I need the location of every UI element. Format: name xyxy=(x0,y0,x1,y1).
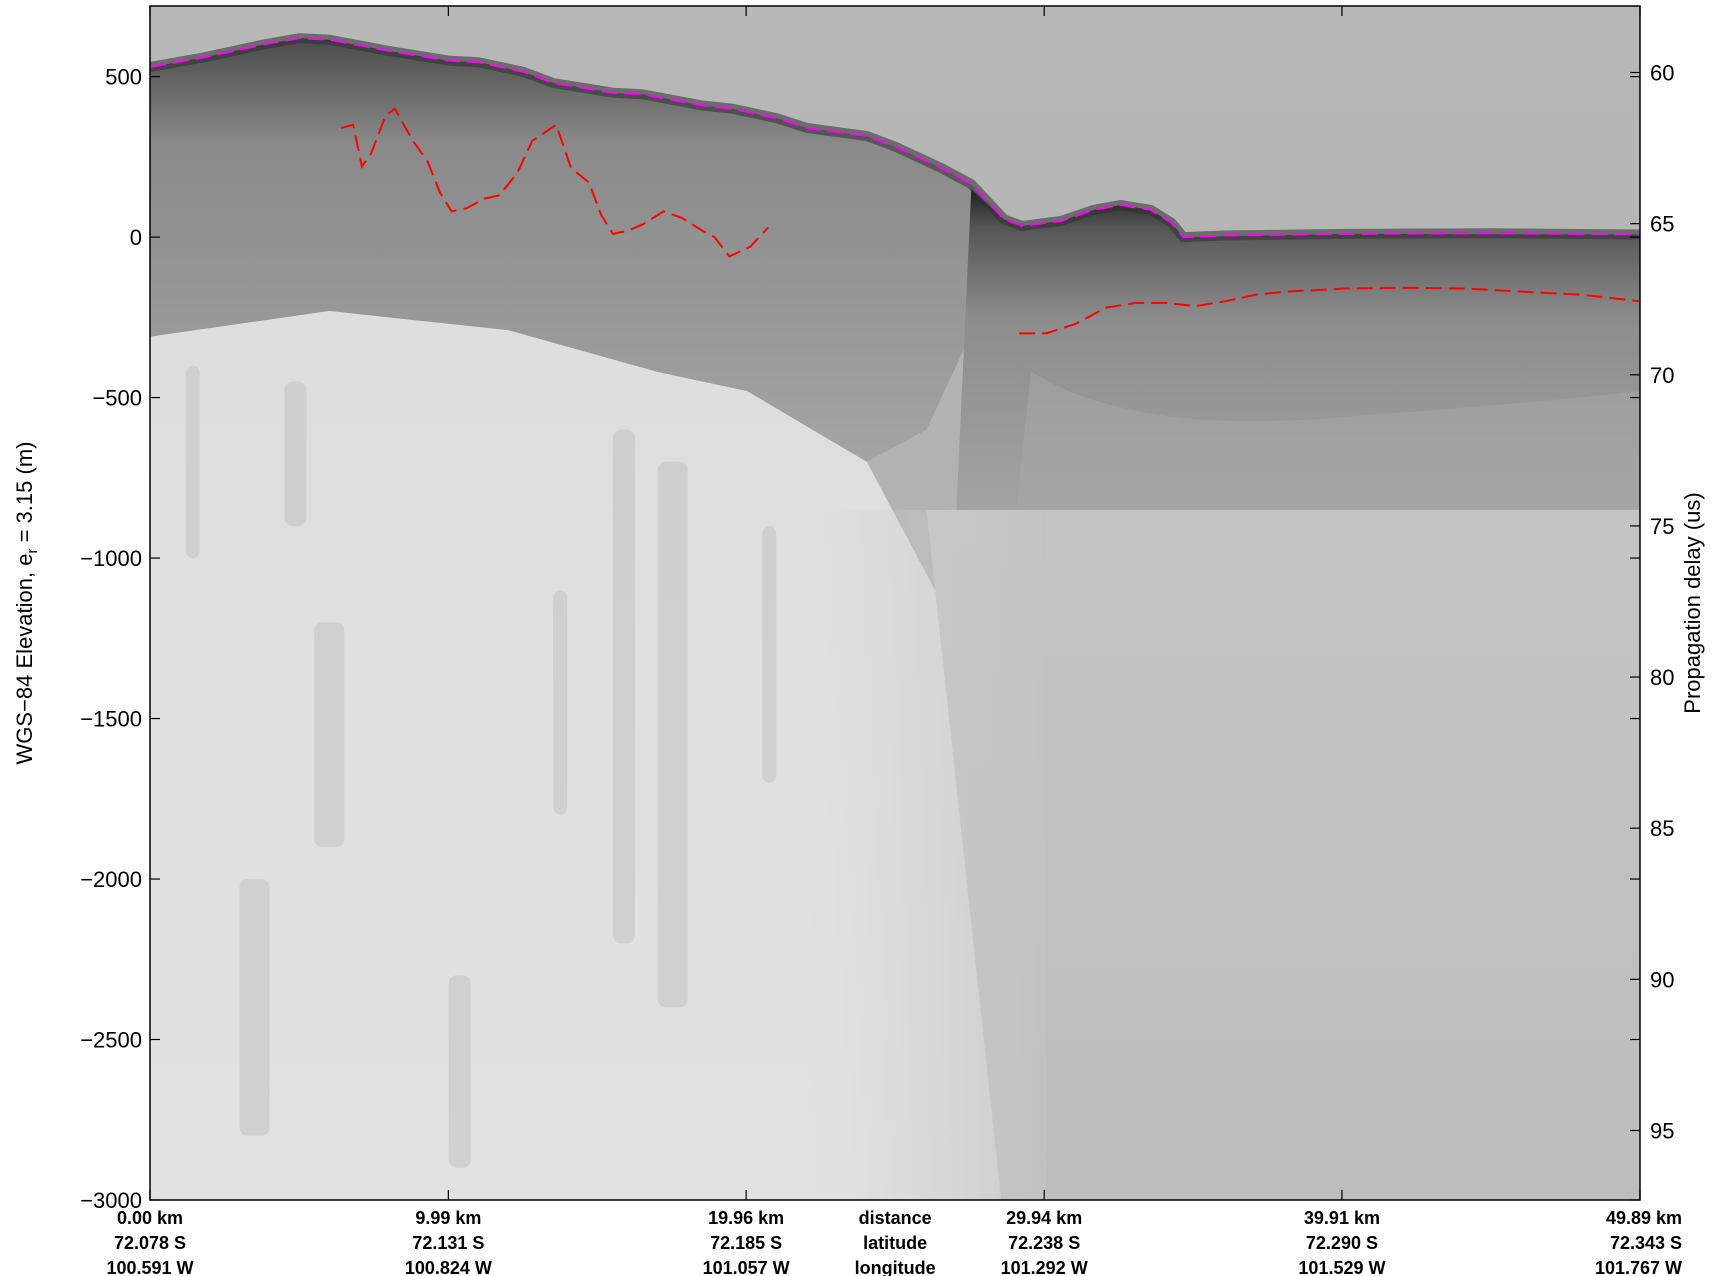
left-y-axis-title: WGS−84 Elevation, er = 3.15 (m) xyxy=(12,442,41,765)
x-tick-distance: 29.94 km xyxy=(1006,1208,1082,1228)
plot-frame xyxy=(149,5,1641,1201)
shelf-lower-layer xyxy=(1016,371,1640,510)
deep-region-right xyxy=(926,509,1640,1200)
echo-streak xyxy=(762,525,777,783)
x-tick-longitude: 101.529 W xyxy=(1298,1258,1385,1276)
x-tick-latitude: 72.078 S xyxy=(114,1233,186,1253)
x-tick-latitude: 72.131 S xyxy=(412,1233,484,1253)
x-row-label-latitude: latitude xyxy=(863,1233,927,1253)
x-tick-longitude: 101.057 W xyxy=(703,1258,790,1276)
echogram-image xyxy=(150,6,1640,1200)
left-y-tick-label: −1000 xyxy=(80,546,142,571)
echo-streak xyxy=(239,879,270,1136)
echo-streak xyxy=(657,461,688,1008)
left-y-tick-label: −3000 xyxy=(80,1188,142,1213)
echo-streak xyxy=(448,975,471,1168)
echo-streak xyxy=(185,365,200,559)
right-y-axis-title: Propagation delay (us) xyxy=(1680,492,1705,713)
echo-streak xyxy=(612,429,635,944)
x-tick-distance: 19.96 km xyxy=(708,1208,784,1228)
x-tick-longitude: 100.591 W xyxy=(106,1258,193,1276)
left-y-tick-label: −2000 xyxy=(80,867,142,892)
x-tick-distance: 9.99 km xyxy=(415,1208,481,1228)
right-y-tick-label: 95 xyxy=(1650,1118,1674,1143)
right-y-tick-label: 60 xyxy=(1650,61,1674,86)
x-tick-distance: 49.89 km xyxy=(1606,1208,1682,1228)
x-axis: 0.00 km 72.078 S 100.591 W 9.99 km 72.131 S 1… xyxy=(106,6,1682,1276)
x-tick-longitude: 100.824 W xyxy=(405,1258,492,1276)
grounded-ice-region xyxy=(150,38,1023,462)
layer-pick-line-0 xyxy=(150,37,1640,239)
left-y-tick-label: 0 xyxy=(130,225,142,250)
layer-pick-line-1 xyxy=(340,107,769,258)
x-tick-longitude: 101.292 W xyxy=(1001,1258,1088,1276)
x-tick-latitude: 72.343 S xyxy=(1610,1233,1682,1253)
right-y-axis: 60 65 70 75 80 85 90 95 xyxy=(1630,61,1674,1143)
left-y-tick-label: −2500 xyxy=(80,1028,142,1053)
left-y-axis: 500 0 −500 −1000 −1500 −2000 −2500 −3000 xyxy=(80,65,1640,1213)
deep-region-left xyxy=(150,310,1017,1200)
right-y-tick-label: 80 xyxy=(1650,665,1674,690)
echo-streak xyxy=(284,381,307,526)
right-y-tick-label: 70 xyxy=(1650,363,1674,388)
x-row-label-distance: distance xyxy=(859,1208,932,1228)
x-tick-distance: 39.91 km xyxy=(1304,1208,1380,1228)
right-y-tick-label: 90 xyxy=(1650,967,1674,992)
left-y-tick-label: −1500 xyxy=(80,707,142,732)
layer-picks xyxy=(150,37,1640,335)
left-y-tick-label: 500 xyxy=(105,65,142,90)
echo-streak xyxy=(314,622,345,847)
x-tick-latitude: 72.290 S xyxy=(1306,1233,1378,1253)
x-row-label-longitude: longitude xyxy=(855,1258,936,1276)
right-y-tick-label: 65 xyxy=(1650,212,1674,237)
right-y-tick-label: 85 xyxy=(1650,816,1674,841)
left-y-tick-label: −500 xyxy=(92,386,142,411)
x-tick-distance: 0.00 km xyxy=(117,1208,183,1228)
transition-blend xyxy=(807,509,1046,1200)
right-y-tick-label: 75 xyxy=(1650,514,1674,539)
x-tick-latitude: 72.185 S xyxy=(710,1233,782,1253)
echo-streak xyxy=(553,590,568,815)
left-y-axis-title-subscript: r xyxy=(24,549,41,554)
layer-pick-line-2 xyxy=(1019,286,1640,335)
x-tick-latitude: 72.238 S xyxy=(1008,1233,1080,1253)
x-tick-longitude: 101.767 W xyxy=(1595,1258,1682,1276)
